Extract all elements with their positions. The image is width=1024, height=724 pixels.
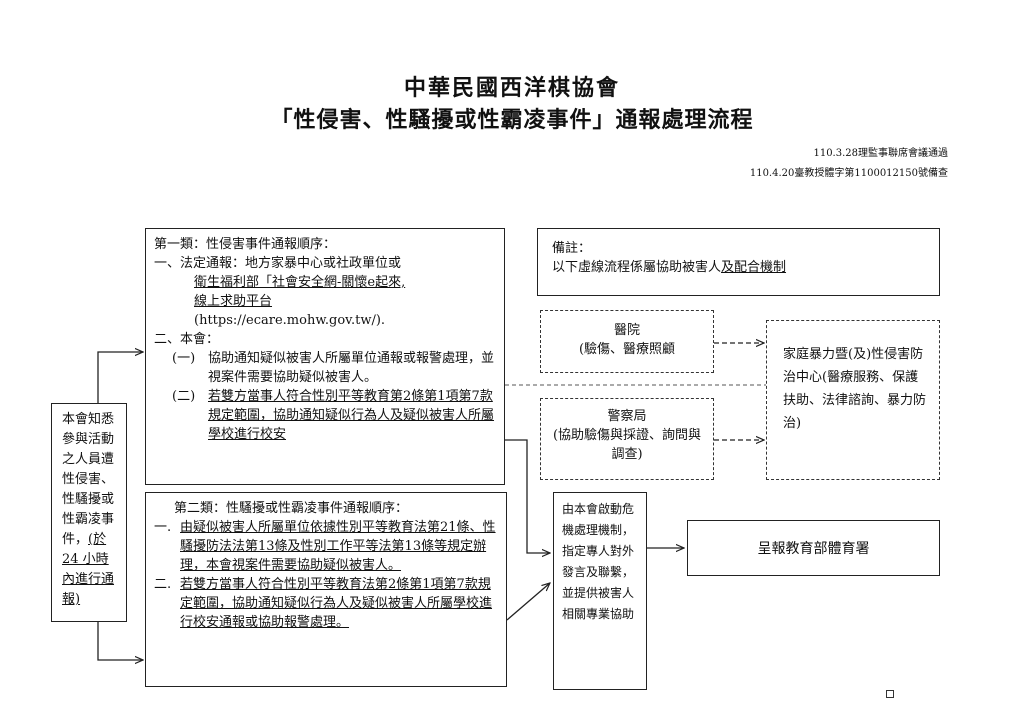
page-title: 中華民國西洋棋協會: [403, 75, 620, 101]
category1-item2: 二、本會：: [154, 332, 220, 347]
left-notice-box: 本會知悉參與活動之人員遭性侵害、性騷擾或性霸凌事件，(於24 小時內進行通報): [51, 403, 127, 622]
category2-item2-label: 二.: [154, 577, 172, 592]
category1-item1: 一、法定通報：地方家暴中心或社政單位或: [154, 256, 402, 271]
category1-sub2-text: 若雙方當事人符合性別平等教育第2條第1項第7款規定範圍，協助通知疑似行為人及疑似…: [208, 389, 495, 442]
note-box: 備註： 以下虛線流程係屬協助被害人及配合機制: [537, 228, 940, 296]
arrow-left-to-cat2: [97, 622, 143, 660]
report-text: 呈報教育部體育署: [757, 541, 870, 557]
category2-box: 第二類：性騷擾或性霸凌事件通報順序： 一. 由疑似被害人所屬單位依據性別平等教育…: [145, 492, 507, 687]
hospital-detail: (驗傷、醫療照顧: [578, 342, 676, 357]
category2-item1-label: 一.: [154, 520, 172, 535]
arrow-left-to-cat1: [97, 352, 143, 403]
crisis-box: 由本會啟動危機處理機制，指定專人對外發言及聯繫，並提供被害人相關專業協助: [553, 492, 647, 690]
arrow-cat1-to-crisis: [505, 439, 550, 553]
category1-item1-line2: 衛生福利部「社會安全網-關懷e起來,: [194, 275, 406, 290]
approval-line-2: 110.4.20臺教授體字第1100012150號備查: [749, 168, 948, 179]
page-subtitle: 「性侵害、性騷擾或性霸凌事件」通報處理流程: [270, 107, 754, 133]
hospital-box: 醫院 (驗傷、醫療照顧: [540, 310, 714, 373]
category1-heading: 第一類：性侵害事件通報順序：: [154, 237, 337, 252]
category2-item2-text: 若雙方當事人符合性別平等教育法第2條第1項第7款規定範圍，協助通知疑似行為人及疑…: [180, 577, 493, 630]
police-name: 警察局: [607, 409, 647, 424]
category2-item1-text: 由疑似被害人所屬單位依據性別平等教育法第21條、性騷擾防法法第13條及性別工作平…: [180, 520, 496, 573]
center-text: 家庭暴力暨(及)性侵害防治中心(醫療服務、保護扶助、法律諮詢、暴力防治): [783, 347, 927, 431]
police-box: 警察局 (協助驗傷與採證、詢問與調查): [540, 398, 714, 480]
approval-line-1: 110.3.28理監事聯席會議通過: [813, 148, 948, 159]
category2-heading: 第二類：性騷擾或性霸凌事件通報順序：: [174, 501, 409, 516]
category1-sub1-text: 協助通知疑似被害人所屬單位通報或報警處理，並視案件需要協助疑似被害人。: [208, 351, 495, 385]
category1-sub1-label: (一): [172, 351, 196, 366]
center-box: 家庭暴力暨(及)性侵害防治中心(醫療服務、保護扶助、法律諮詢、暴力防治): [766, 320, 940, 480]
hospital-name: 醫院: [613, 323, 640, 338]
note-text: 以下虛線流程係屬協助被害人: [552, 260, 722, 275]
small-square-mark: [886, 690, 894, 698]
note-text-underlined: 及配合機制: [721, 260, 787, 275]
crisis-text: 由本會啟動危機處理機制，指定專人對外發言及聯繫，並提供被害人相關專業協助: [562, 502, 635, 621]
left-notice-underlined: (於24 小時內進行通報): [62, 532, 115, 607]
category1-item1-line3: 線上求助平台: [194, 294, 273, 309]
category1-item1-url: (https://ecare.mohw.gov.tw/).: [194, 313, 386, 328]
note-heading: 備註：: [552, 241, 592, 256]
police-detail: (協助驗傷與採證、詢問與調查): [552, 428, 702, 462]
category1-sub2-label: (二): [172, 389, 196, 404]
left-notice-text: 本會知悉參與活動之人員遭性侵害、性騷擾或性霸凌事件，: [62, 412, 115, 547]
category1-box: 第一類：性侵害事件通報順序： 一、法定通報：地方家暴中心或社政單位或 衛生福利部…: [145, 228, 505, 485]
report-box: 呈報教育部體育署: [687, 520, 940, 576]
arrow-cat2-to-crisis: [506, 583, 550, 621]
